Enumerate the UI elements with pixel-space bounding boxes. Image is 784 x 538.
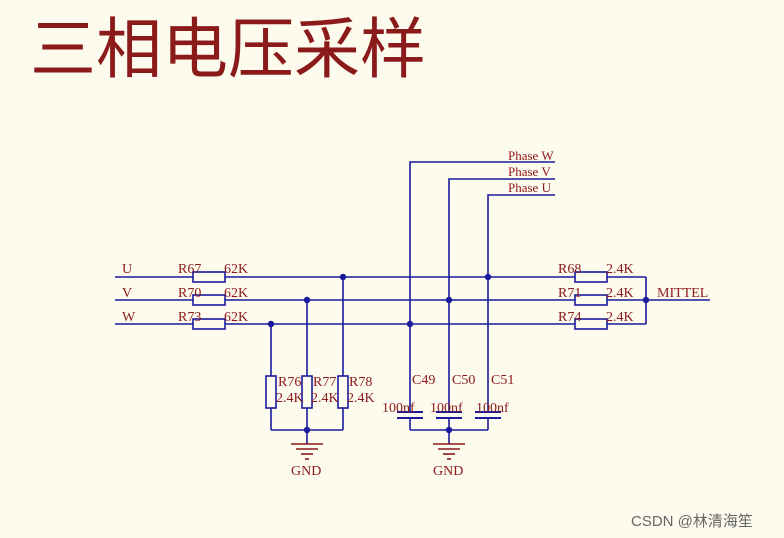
junction-dot: [303, 296, 311, 304]
net-label-v: V: [122, 286, 132, 301]
junction-dot: [267, 320, 275, 328]
resistor-r73: [192, 318, 226, 330]
resistor-r67: [192, 271, 226, 283]
wire-phase-u: [487, 194, 555, 412]
label-r73-ref: R73: [178, 310, 201, 325]
net-label-phase-v: Phase V: [508, 164, 551, 179]
label-c50-ref: C50: [452, 373, 475, 388]
junction-dot: [445, 426, 453, 434]
label-c49-value: 100nf: [382, 401, 415, 416]
junction-dot: [445, 296, 453, 304]
watermark-text: CSDN @林清海笙: [631, 513, 753, 530]
page-title: 三相电压采样: [30, 11, 426, 88]
label-r67-ref: R67: [178, 262, 201, 277]
label-c49-ref: C49: [412, 373, 435, 388]
label-r71-ref: R71: [558, 286, 581, 301]
net-label-u: U: [122, 262, 132, 277]
junction-dot: [339, 273, 347, 281]
label-r77-value: 2.4K: [311, 391, 339, 406]
label-r70-value: 62K: [224, 286, 248, 301]
ground-symbol-left: [291, 443, 323, 460]
label-r73-value: 62K: [224, 310, 248, 325]
label-r74-ref: R74: [558, 310, 581, 325]
label-r78-value: 2.4K: [347, 391, 375, 406]
net-label-gnd-left: GND: [291, 464, 321, 479]
label-r71-value: 2.4K: [606, 286, 634, 301]
resistor-r74: [574, 318, 608, 330]
label-r78-ref: R78: [349, 375, 372, 390]
ground-symbol-right: [433, 443, 465, 460]
net-label-w: W: [122, 310, 136, 325]
junction-dot: [406, 320, 414, 328]
resistor-r68: [574, 271, 608, 283]
label-r74-value: 2.4K: [606, 310, 634, 325]
label-r68-ref: R68: [558, 262, 581, 277]
net-label-mittel: MITTEL: [657, 286, 708, 301]
resistor-r70: [192, 294, 226, 306]
net-label-phase-w: Phase W: [508, 148, 554, 163]
wire-phase-v: [448, 178, 555, 412]
resistor-r77: [301, 375, 313, 409]
label-c51-value: 100nf: [476, 401, 509, 416]
label-r67-value: 62K: [224, 262, 248, 277]
resistors-series: [192, 271, 608, 330]
resistor-r76: [265, 375, 277, 409]
junction-dot: [642, 296, 650, 304]
label-c50-value: 100nf: [430, 401, 463, 416]
label-r77-ref: R77: [313, 375, 336, 390]
wire-phase-w: [409, 161, 555, 412]
net-label-gnd-right: GND: [433, 464, 463, 479]
label-r76-value: 2.4K: [276, 391, 304, 406]
label-r68-value: 2.4K: [606, 262, 634, 277]
junction-dot: [303, 426, 311, 434]
label-r76-ref: R76: [278, 375, 301, 390]
resistors-shunt: [265, 375, 349, 409]
resistor-r71: [574, 294, 608, 306]
capacitors: [396, 411, 502, 419]
junction-dot: [484, 273, 492, 281]
label-r70-ref: R70: [178, 286, 201, 301]
junction-dots: [267, 273, 650, 434]
label-c51-ref: C51: [491, 373, 514, 388]
net-label-phase-u: Phase U: [508, 180, 552, 195]
resistor-r78: [337, 375, 349, 409]
